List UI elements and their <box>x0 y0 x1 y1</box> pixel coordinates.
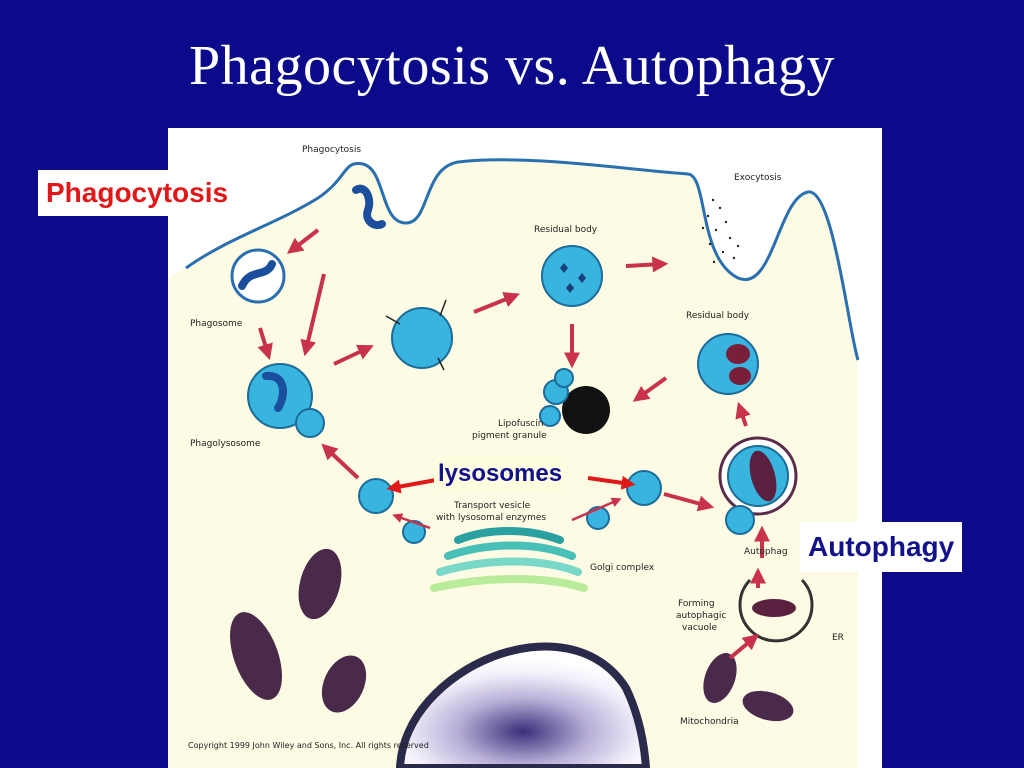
pathway-arrows <box>257 228 770 660</box>
label-forming: Forming <box>678 599 715 609</box>
label-residual-body-right: Residual body <box>686 311 750 321</box>
copyright-text: Copyright 1999 John Wiley and Sons, Inc.… <box>188 741 429 750</box>
label-autophagic: autophagic <box>676 611 726 621</box>
label-mitochondria: Mitochondria <box>680 717 739 727</box>
label-exocytosis: Exocytosis <box>734 173 782 183</box>
slide-title: Phagocytosis vs. Autophagy <box>188 35 836 97</box>
transport-arrows <box>392 497 622 530</box>
engulfed-particle <box>352 184 386 229</box>
exocytosis-granules <box>701 198 740 264</box>
transport-vesicle-left <box>402 520 426 544</box>
label-er: ER <box>832 633 844 643</box>
plasma-membrane <box>185 158 860 361</box>
label-vacuole: vacuole <box>682 623 718 633</box>
label-phagocytosis: Phagocytosis <box>302 145 361 155</box>
phagocytosis-callout: Phagocytosis <box>38 170 237 216</box>
label-lipofuscin: Lipofuscin <box>498 419 543 429</box>
residual-body-right <box>697 333 759 395</box>
label-lysosomal-enzymes: with lysosomal enzymes <box>436 513 546 523</box>
golgi-complex <box>430 527 588 592</box>
forming-autophagic-vacuole <box>738 578 814 643</box>
autophagy-callout: Autophagy <box>800 522 963 572</box>
residual-body-top <box>541 245 603 307</box>
label-autophagosome: Autophag <box>744 547 788 557</box>
lysosomes-callout: lysosomes <box>434 457 567 491</box>
mitochondria <box>230 548 794 722</box>
label-transport-vesicle: Transport vesicle <box>453 501 531 511</box>
lysosome-callout-arrows <box>386 475 636 494</box>
label-pigment-granule: pigment granule <box>472 431 547 441</box>
lysosome-left <box>358 478 394 514</box>
lipofuscin-granule <box>539 368 610 434</box>
diagram-panel: Phagocytosis Exocytosis Residual body Re… <box>168 128 882 768</box>
label-phagosome: Phagosome <box>190 319 243 329</box>
lysosome-right <box>626 470 662 506</box>
label-residual-body-top: Residual body <box>534 225 598 235</box>
cell-diagram: Phagocytosis Exocytosis Residual body Re… <box>168 145 860 768</box>
label-golgi-complex: Golgi complex <box>590 563 655 573</box>
transport-vesicle-right <box>586 506 610 530</box>
digesting-vesicle <box>391 307 453 369</box>
nucleus <box>395 642 651 768</box>
label-phagolysosome: Phagolysosome <box>190 439 261 449</box>
